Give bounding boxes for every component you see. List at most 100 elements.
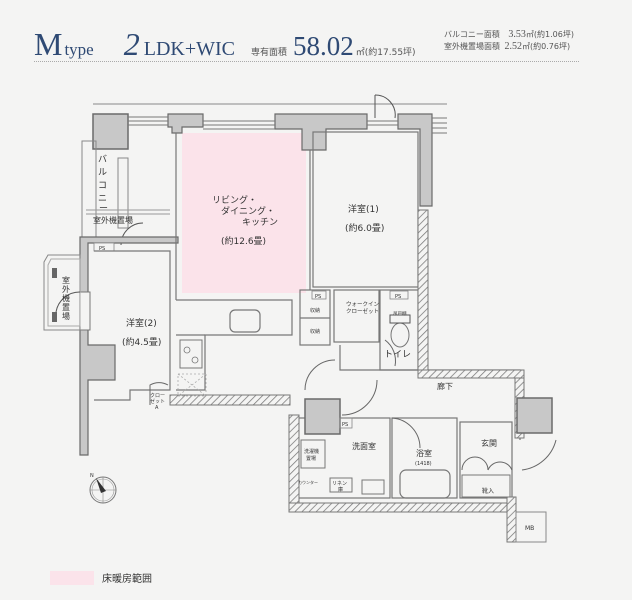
svg-text:リネン: リネン (332, 481, 347, 487)
bathroom-label: 浴室 (416, 448, 432, 458)
outdoor-unit-area-value: 2.52 (504, 41, 523, 52)
toilet-label: トイレ (384, 350, 411, 360)
svg-text:洗濯機: 洗濯機 (304, 448, 319, 455)
wall-left-wash-hatched (288, 414, 300, 511)
side-door-swing (55, 291, 81, 313)
outdoor-unit-area-row: 室外機置場面積 2.52㎡(約0.76坪) (444, 41, 574, 53)
outdoor-unit-area-label: 室外機置場面積 (444, 42, 500, 51)
svg-text:リビング・: リビング・ (212, 194, 257, 206)
linen-label: リネン 庫 (332, 481, 347, 493)
balcony-door-swing (374, 94, 396, 119)
washroom-label: 洗面室 (352, 441, 376, 451)
column-bottom-center (304, 398, 341, 435)
burner-icon (191, 356, 199, 364)
legend-label: 床暖房範囲 (102, 574, 152, 585)
washer-label: 洗濯機 置場 (304, 448, 319, 462)
balcony-area-row: バルコニー面積 3.53㎡(約1.06坪) (444, 29, 574, 41)
left-window (79, 291, 91, 331)
kitchen-sink-icon (229, 309, 261, 333)
bathroom-size: (1418) (415, 461, 432, 467)
outdoor-unit-area-unit: ㎡(約0.76坪) (522, 42, 571, 51)
shoe-storage-label: 靴入 (482, 487, 494, 495)
svg-text:置: 置 (62, 303, 70, 312)
svg-text:(約6.0畳): (約6.0畳) (345, 222, 384, 234)
wall-bottom-hatched-2 (288, 502, 515, 513)
header-divider (34, 61, 579, 62)
washbasin-icon (361, 479, 385, 495)
wall-bottom-hatched-1 (169, 394, 291, 406)
svg-text:PS: PS (315, 294, 321, 300)
hallway-label: 廊下 (437, 381, 453, 391)
interior-walls (94, 131, 521, 499)
wall-top-right (397, 113, 433, 207)
area-value: 58.02 (293, 31, 354, 61)
svg-text:ニ: ニ (98, 194, 107, 204)
side-outdoor-inner (47, 258, 81, 327)
svg-text:バ: バ (98, 154, 107, 165)
wall-mb-hatched (506, 496, 517, 543)
svg-text:クロー: クロー (150, 393, 165, 399)
wall-top-1 (167, 113, 204, 134)
counter-label: カウンター (298, 479, 318, 485)
door-swings (149, 339, 557, 471)
outdoor-unit-top (52, 268, 57, 278)
mb-label: MB (525, 525, 534, 532)
svg-text:キッチン: キッチン (242, 217, 278, 228)
svg-text:ゼット: ゼット (150, 398, 165, 405)
wall-hall-hatched (417, 369, 525, 396)
shoe-storage (461, 474, 511, 498)
svg-text:(約4.5畳): (約4.5畳) (122, 336, 161, 348)
svg-text:機: 機 (62, 293, 70, 303)
svg-text:クローゼット: クローゼット (346, 307, 379, 315)
area-label: 専有面積 (251, 48, 288, 58)
legend: 床暖房範囲 (50, 570, 152, 585)
svg-text:外: 外 (62, 284, 70, 294)
mb-box (515, 511, 547, 543)
top-windows (128, 116, 447, 134)
svg-text:ー: ー (99, 204, 108, 214)
type-letter: M (34, 26, 63, 62)
header: M type 2 LDK+WIC 専有面積 58.02 ㎡(約17.55坪) バ… (0, 0, 632, 64)
svg-text:洋室(2): 洋室(2) (126, 317, 157, 329)
ldk-label: リビング・ ダイニング・ キッチン (約12.6畳) (212, 194, 278, 247)
svg-text:置場: 置場 (306, 455, 316, 462)
storage-labels: 収納 収納 (310, 307, 320, 335)
closet-a-label: クロー ゼット A (150, 393, 165, 411)
balcony-outline (81, 140, 97, 242)
svg-text:ル: ル (98, 168, 107, 178)
svg-text:室: 室 (62, 275, 70, 285)
ps-left-label: PS (99, 246, 105, 252)
entrance-label: 玄関 (481, 438, 497, 448)
balcony-area-value: 3.53 (508, 29, 526, 40)
linen-closet (329, 477, 353, 493)
sub-areas: バルコニー面積 3.53㎡(約1.06坪) 室外機置場面積 2.52㎡(約0.7… (444, 29, 574, 53)
washer-space (300, 439, 326, 469)
outdoor-unit-bottom (52, 312, 57, 322)
compass-icon: N (89, 473, 117, 504)
toilet-shelf-label: 吊戸棚 (393, 310, 407, 317)
stove-icon (179, 339, 203, 369)
wall-right-hatched (417, 209, 429, 371)
toilet-shelf-icon (389, 314, 411, 324)
svg-text:PS: PS (342, 422, 348, 428)
column-top-left (92, 113, 129, 150)
floor-heating-swatch (50, 570, 94, 585)
svg-text:洋室(1): 洋室(1) (348, 203, 379, 215)
balcony-area-unit: ㎡(約1.06坪) (525, 30, 574, 39)
bathtub-icon (399, 469, 451, 499)
layout-number: 2 (123, 26, 140, 62)
balcony-unit (117, 157, 129, 229)
svg-text:ウォークイン: ウォークイン (346, 300, 380, 308)
svg-text:(約12.6畳): (約12.6畳) (221, 235, 266, 247)
compass-north-label: N (90, 473, 94, 479)
ps-labels: PS PS PS (315, 294, 401, 428)
burner-icon (183, 346, 191, 354)
area-unit: ㎡(約17.55坪) (355, 48, 416, 58)
outdoor-unit-label-top: 室外機置場 (93, 215, 133, 225)
svg-text:ダイニング・: ダイニング・ (221, 205, 275, 217)
fridge-space-icon (177, 373, 207, 397)
svg-text:コ: コ (98, 181, 107, 191)
side-outdoor-label: 室 外 機 置 場 (62, 275, 70, 321)
svg-text:庫: 庫 (338, 486, 343, 493)
ps-boxes (311, 290, 409, 429)
